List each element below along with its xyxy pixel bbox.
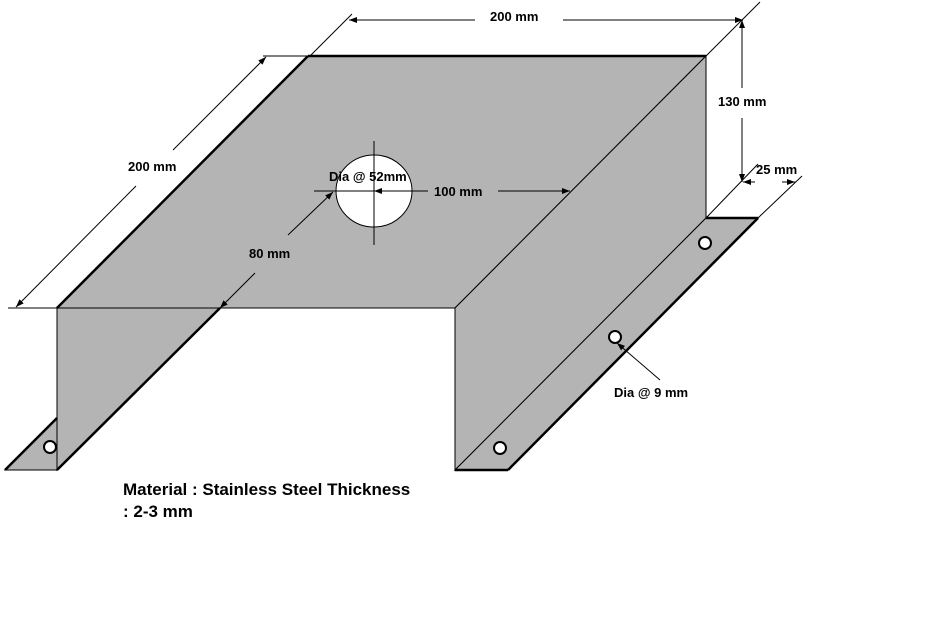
- bolt-hole: [698, 236, 712, 250]
- material-note-line1: Material : Stainless Steel Thickness: [123, 480, 411, 499]
- material-note-line2: : 2-3 mm: [123, 502, 193, 521]
- material-note: Material : Stainless Steel Thickness : 2…: [123, 479, 410, 523]
- top-width-label: 200 mm: [490, 9, 539, 24]
- depth-label: 200 mm: [128, 159, 177, 174]
- bolt-hole: [608, 330, 622, 344]
- hole-diameter-label: Dia @ 52mm: [329, 169, 407, 184]
- dimension-lines: [8, 1, 803, 381]
- height-label: 130 mm: [718, 94, 767, 109]
- bolt-hole: [493, 441, 507, 455]
- hole-offset-x-label: 100 mm: [434, 184, 483, 199]
- bolt-hole: [43, 440, 57, 454]
- flange-label: 25 mm: [756, 162, 798, 177]
- bolt-holes: [43, 236, 712, 455]
- hole-offset-y-label: 80 mm: [249, 246, 291, 261]
- bolt-hole-diameter-label: Dia @ 9 mm: [614, 385, 689, 400]
- bracket-edges: [4, 54, 759, 472]
